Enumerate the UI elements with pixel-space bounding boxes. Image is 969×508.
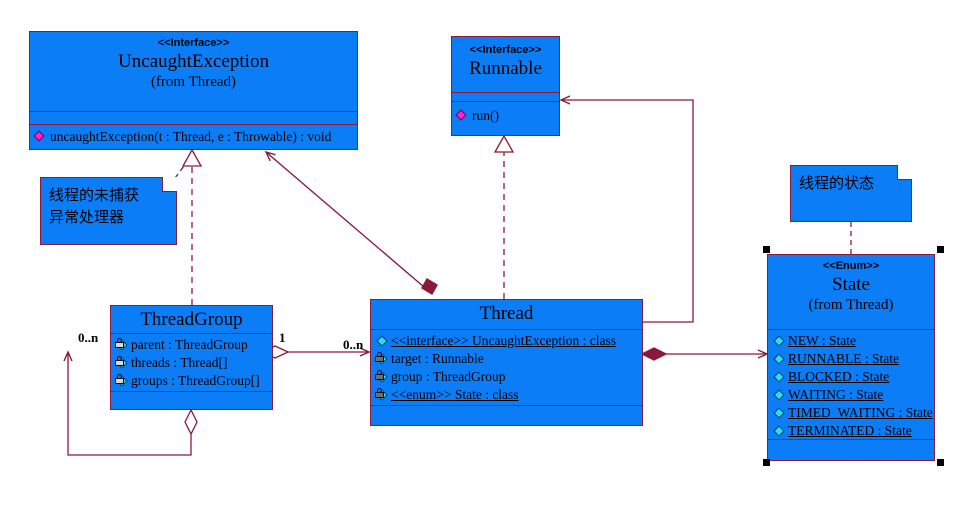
class-header-threadgroup: ThreadGroup xyxy=(111,306,272,334)
public-attribute-icon xyxy=(772,334,786,348)
class-header-thread: Thread xyxy=(371,300,642,330)
member-row[interactable]: TERMINATED : State xyxy=(768,422,934,440)
note-fold-icon xyxy=(897,165,912,180)
protected-attribute-icon xyxy=(115,356,129,370)
class-header-runnable: <<Interface>> Runnable xyxy=(452,37,559,93)
class-header-uncaughtexception: <<Interface>> UncaughtException (from Th… xyxy=(30,32,357,112)
realization-thread-runnable xyxy=(493,134,515,299)
selection-handle-bottom-left[interactable] xyxy=(763,459,770,466)
multiplicity-threadgroup-left: 0..n xyxy=(78,330,99,345)
public-attribute-icon xyxy=(375,334,389,348)
member-label: uncaughtException(t : Thread, e : Throwa… xyxy=(50,129,332,144)
composition-thread-uncaughtexception xyxy=(264,150,438,295)
public-attribute-icon xyxy=(772,352,786,366)
class-stereotype: <<Interface>> xyxy=(157,37,230,49)
private-attribute-icon xyxy=(375,388,389,402)
class-name: Thread xyxy=(479,303,534,324)
member-row[interactable]: <<enum>> State : class xyxy=(371,386,642,404)
class-stereotype: <<Enum>> xyxy=(822,260,880,272)
class-box-state[interactable]: <<Enum>> State (from Thread) NEW : State… xyxy=(767,254,935,461)
class-owner: (from Thread) xyxy=(150,74,237,90)
member-label: <<interface>> UncaughtException : class xyxy=(391,333,616,348)
member-label: BLOCKED : State xyxy=(788,369,890,384)
class-box-threadgroup[interactable]: ThreadGroup parent : ThreadGroup threads… xyxy=(110,305,273,410)
member-row[interactable]: uncaughtException(t : Thread, e : Throwa… xyxy=(30,128,357,146)
operations-compartment-runnable: run() xyxy=(452,102,559,129)
member-row[interactable]: target : Runnable xyxy=(371,350,642,368)
note-anchor-uncaught xyxy=(174,149,197,179)
composition-thread-state xyxy=(640,347,769,361)
realization-threadgroup-uncaughtexception xyxy=(181,148,203,305)
member-row[interactable]: NEW : State xyxy=(768,332,934,350)
private-attribute-icon xyxy=(375,370,389,384)
member-label: target : Runnable xyxy=(391,351,484,366)
public-attribute-icon xyxy=(772,388,786,402)
protected-attribute-icon xyxy=(115,338,129,352)
member-label: NEW : State xyxy=(788,333,856,348)
attributes-compartment-state: NEW : State RUNNABLE : State BLOCKED : S… xyxy=(768,330,934,440)
note-uncaught-exception-handler[interactable]: 线程的未捕获 异常处理器 xyxy=(40,177,177,245)
member-label: <<enum>> State : class xyxy=(391,387,519,402)
private-attribute-icon xyxy=(375,352,389,366)
public-attribute-icon xyxy=(772,406,786,420)
attributes-compartment-uncaughtexception xyxy=(30,112,357,125)
member-row[interactable]: run() xyxy=(452,107,559,125)
member-row[interactable]: groups : ThreadGroup[] xyxy=(111,372,272,390)
member-row[interactable]: BLOCKED : State xyxy=(768,368,934,386)
attributes-compartment-threadgroup: parent : ThreadGroup threads : Thread[] … xyxy=(111,334,272,392)
member-label: threads : Thread[] xyxy=(131,355,228,370)
class-box-uncaughtexception[interactable]: <<Interface>> UncaughtException (from Th… xyxy=(29,31,358,150)
note-line: 异常处理器 xyxy=(49,208,125,226)
selection-handle-top-left[interactable] xyxy=(763,246,770,253)
member-row[interactable]: group : ThreadGroup xyxy=(371,368,642,386)
class-name: State xyxy=(832,274,870,295)
member-label: parent : ThreadGroup xyxy=(131,337,248,352)
class-name: Runnable xyxy=(469,58,542,79)
public-method-icon xyxy=(455,109,470,123)
note-line: 线程的未捕获 xyxy=(49,186,140,204)
attributes-compartment-runnable xyxy=(452,93,559,102)
multiplicity-thread-left: 0..n xyxy=(343,337,364,352)
class-owner: (from Thread) xyxy=(808,297,894,313)
note-thread-state[interactable]: 线程的状态 xyxy=(790,165,912,222)
selection-handle-top-right[interactable] xyxy=(937,246,944,253)
class-name: ThreadGroup xyxy=(140,309,243,330)
member-row[interactable]: <<interface>> UncaughtException : class xyxy=(371,332,642,350)
member-row[interactable]: RUNNABLE : State xyxy=(768,350,934,368)
member-row[interactable]: TIMED_WAITING : State xyxy=(768,404,934,422)
member-row[interactable]: threads : Thread[] xyxy=(111,354,272,372)
protected-attribute-icon xyxy=(115,374,129,388)
member-label: TERMINATED : State xyxy=(788,423,912,438)
member-label: group : ThreadGroup xyxy=(391,369,506,384)
multiplicity-threadgroup-right: 1 xyxy=(279,330,286,345)
class-box-runnable[interactable]: <<Interface>> Runnable run() xyxy=(451,36,560,136)
attributes-compartment-thread: <<interface>> UncaughtException : class … xyxy=(371,330,642,406)
class-stereotype: <<Interface>> xyxy=(469,44,542,56)
association-thread-runnable xyxy=(559,95,694,323)
operations-compartment-uncaughtexception: uncaughtException(t : Thread, e : Throwa… xyxy=(30,125,357,150)
member-label: run() xyxy=(472,108,499,123)
selection-handle-bottom-right[interactable] xyxy=(937,459,944,466)
public-attribute-icon xyxy=(772,424,786,438)
member-row[interactable]: parent : ThreadGroup xyxy=(111,336,272,354)
public-method-icon xyxy=(33,130,48,144)
class-name: UncaughtException xyxy=(118,51,269,72)
class-header-state: <<Enum>> State (from Thread) xyxy=(768,255,934,330)
member-row[interactable]: WAITING : State xyxy=(768,386,934,404)
note-line: 线程的状态 xyxy=(799,174,875,192)
member-label: RUNNABLE : State xyxy=(788,351,899,366)
public-attribute-icon xyxy=(772,370,786,384)
note-fold-icon xyxy=(162,177,177,192)
member-label: TIMED_WAITING : State xyxy=(788,405,933,420)
class-box-thread[interactable]: Thread <<interface>> UncaughtException :… xyxy=(370,299,643,426)
member-label: WAITING : State xyxy=(788,387,884,402)
member-label: groups : ThreadGroup[] xyxy=(131,373,260,388)
